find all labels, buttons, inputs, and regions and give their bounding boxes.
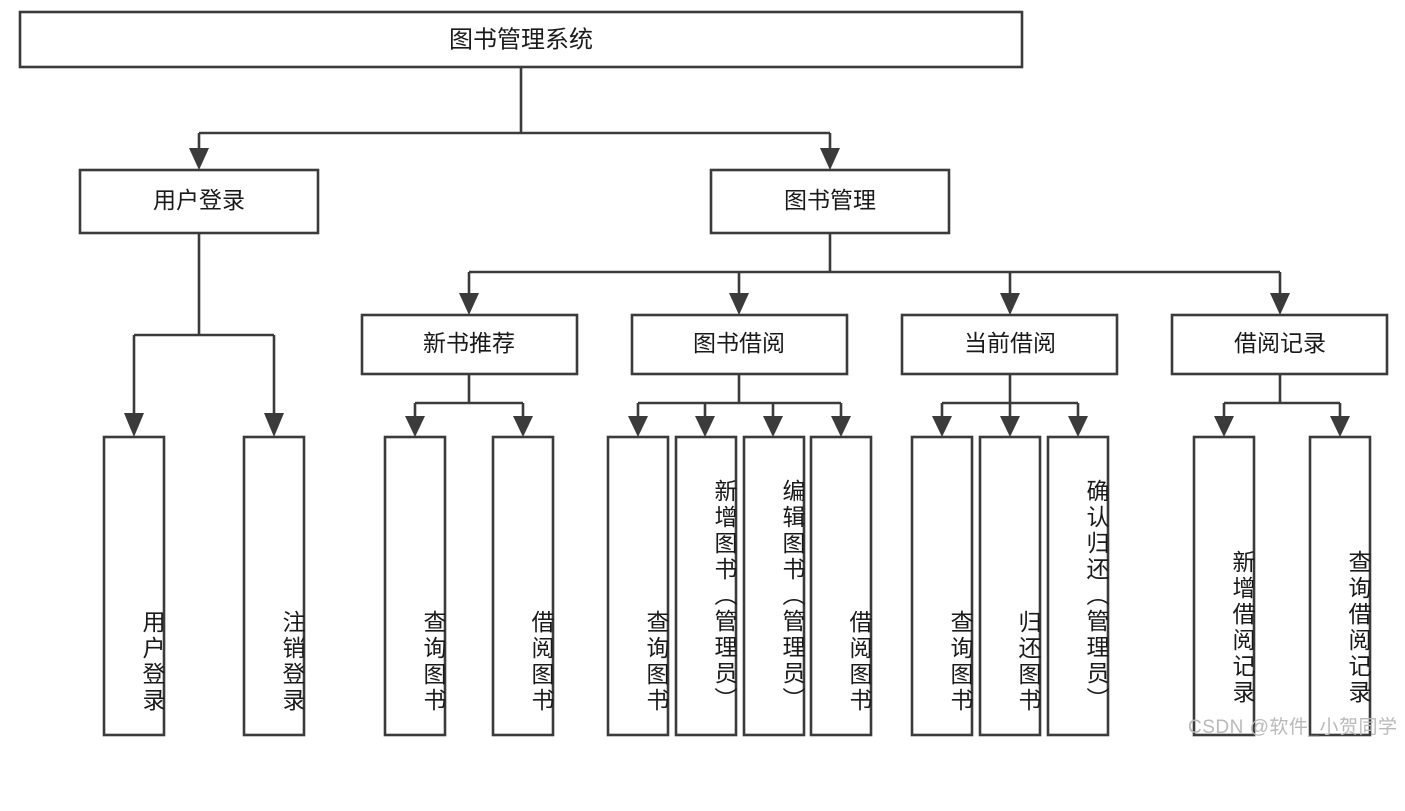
arrow-to-leaf-user-login: [124, 413, 144, 437]
node-leaf-query-record[interactable]: [1308, 435, 1372, 737]
arrow-to-leaf-confirm-return: [1068, 416, 1088, 437]
arrow-to-user-login: [189, 148, 209, 170]
node-leaf-add-book[interactable]: [674, 435, 738, 737]
node-borrow-record-label: 借阅记录: [1234, 330, 1326, 356]
node-new-book-recommend-label: 新书推荐: [423, 330, 515, 356]
node-book-borrow-label: 图书借阅: [693, 330, 785, 356]
arrow-to-leaf-query-book-3: [932, 416, 952, 437]
node-leaf-query-book-2[interactable]: [606, 435, 670, 737]
arrow-to-book-manage: [820, 148, 840, 170]
arrow-to-leaf-query-book-2: [628, 416, 648, 437]
node-leaf-return-book[interactable]: [978, 435, 1042, 737]
node-new-book-recommend[interactable]: [360, 313, 579, 376]
arrow-to-leaf-query-book-1: [405, 416, 425, 437]
arrow-to-leaf-return-book: [1000, 416, 1020, 437]
nodes-layer: 图书管理系统 用户登录 图书管理 新书推荐 图书借阅 当前借阅 借阅记录: [18, 10, 1389, 737]
connectors-layer: [132, 67, 1342, 418]
arrow-to-new-book-recommend: [459, 293, 479, 315]
arrowheads-layer: [124, 148, 1350, 437]
node-leaf-confirm-return[interactable]: [1046, 435, 1110, 737]
csdn-watermark: CSDN @软件_小贺同学: [1188, 717, 1398, 738]
arrow-to-leaf-add-book: [695, 416, 715, 437]
arrow-to-leaf-logout: [264, 413, 284, 437]
node-user-login[interactable]: [78, 168, 320, 235]
node-leaf-borrow-book-2[interactable]: [809, 435, 873, 737]
node-borrow-record[interactable]: [1170, 313, 1389, 376]
node-book-borrow[interactable]: [630, 313, 849, 376]
node-leaf-borrow-book-1[interactable]: [491, 435, 555, 737]
node-root-label: 图书管理系统: [449, 26, 593, 53]
arrow-to-leaf-borrow-book-2: [831, 416, 851, 437]
node-book-manage[interactable]: [709, 168, 951, 235]
diagram-canvas: 图书管理系统 用户登录 图书管理 新书推荐 图书借阅 当前借阅 借阅记录: [18, 10, 1389, 737]
arrow-to-leaf-query-record: [1330, 416, 1350, 437]
arrow-to-leaf-borrow-book-1: [513, 416, 533, 437]
arrow-to-leaf-edit-book: [763, 416, 783, 437]
arrow-to-book-borrow: [729, 293, 749, 315]
node-leaf-logout[interactable]: [242, 435, 306, 737]
flowchart-diagram: 图书管理系统 用户登录 图书管理 新书推荐 图书借阅 当前借阅 借阅记录: [18, 10, 1398, 738]
node-leaf-edit-book[interactable]: [742, 435, 806, 737]
node-user-login-label: 用户登录: [153, 187, 245, 213]
arrow-to-leaf-add-record: [1214, 416, 1234, 437]
node-current-borrow-label: 当前借阅: [964, 330, 1056, 356]
node-leaf-query-book-3[interactable]: [910, 435, 974, 737]
node-root[interactable]: [18, 10, 1024, 69]
node-leaf-user-login[interactable]: [102, 435, 166, 737]
arrow-to-current-borrow: [1000, 293, 1020, 315]
node-leaf-query-book-1[interactable]: [383, 435, 447, 737]
arrow-to-borrow-record: [1270, 293, 1290, 315]
node-book-manage-label: 图书管理: [784, 187, 876, 213]
node-leaf-add-record[interactable]: [1192, 435, 1256, 737]
node-current-borrow[interactable]: [900, 313, 1119, 376]
